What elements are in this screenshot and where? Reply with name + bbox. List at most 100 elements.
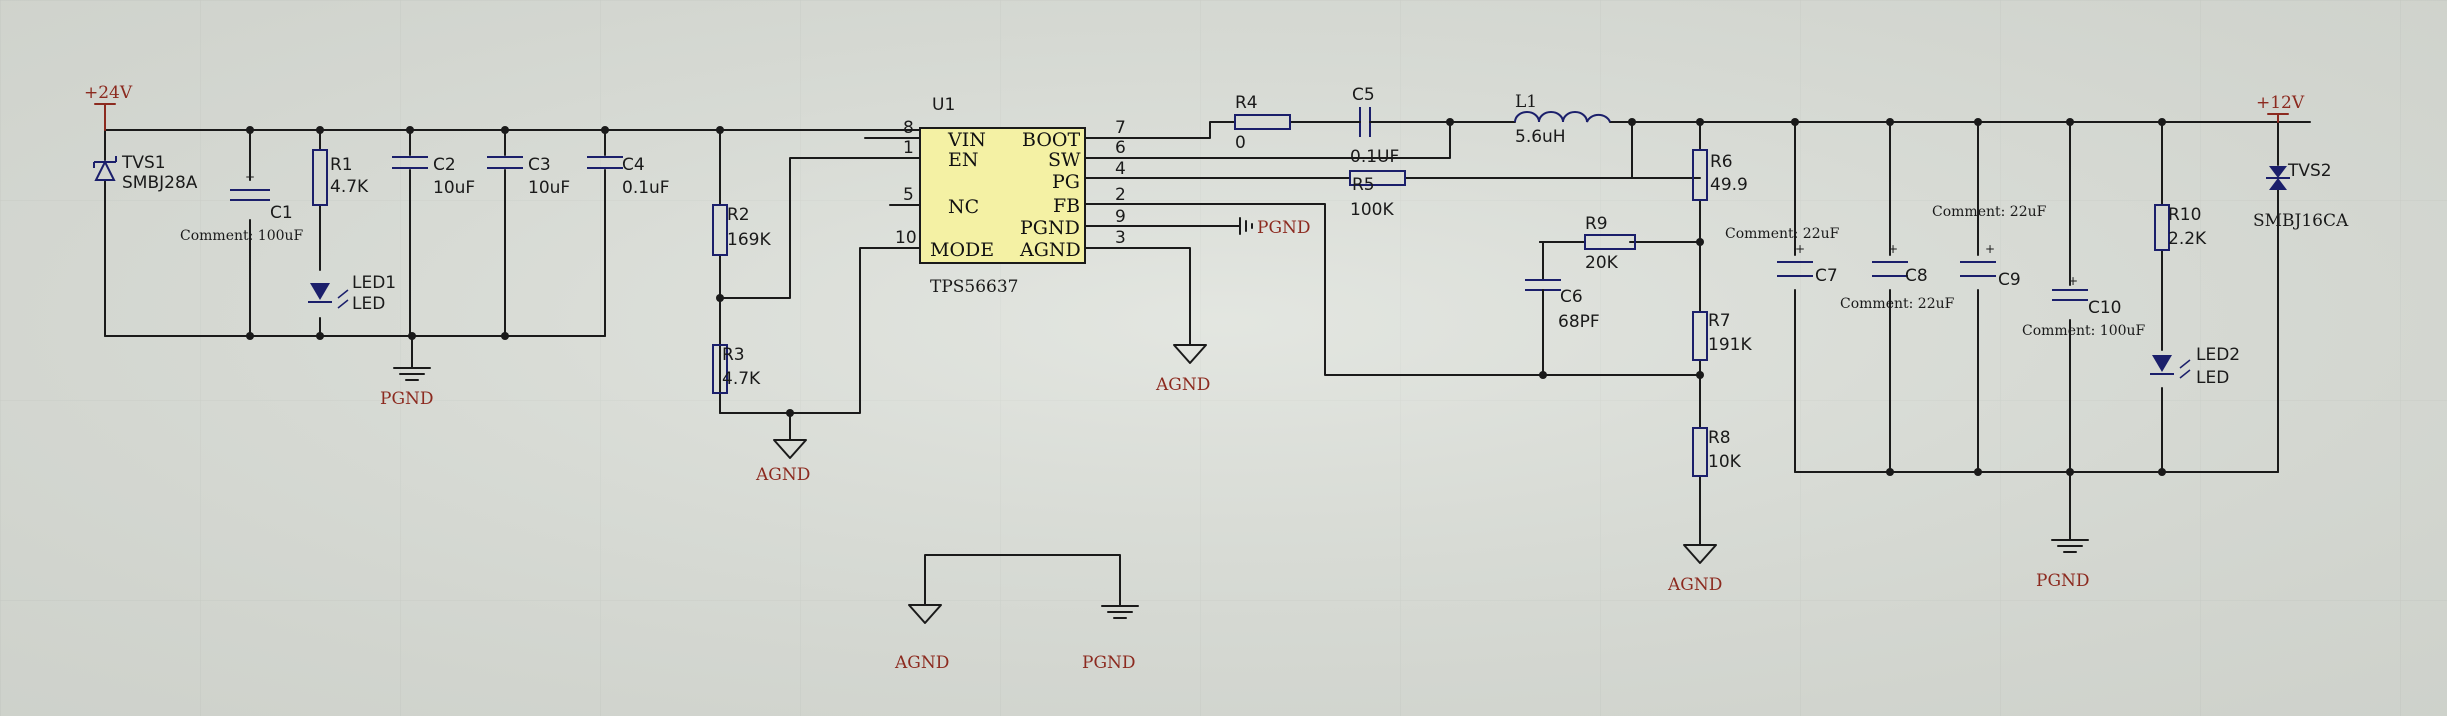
pgnd-out-symbol: PGND <box>2036 539 2090 591</box>
pgnd-tie-label: PGND <box>1082 653 1136 673</box>
r9-value: 20K <box>1585 253 1619 273</box>
pin-mode-name: MODE <box>930 239 994 261</box>
r1-ref: R1 <box>330 155 353 175</box>
c2: C2 10uF <box>392 155 475 198</box>
r4: R4 0 <box>1234 93 1291 153</box>
pgnd-ic-label: PGND <box>1257 218 1311 238</box>
agnd-en-symbol: AGND <box>755 439 810 485</box>
r7-value: 191K <box>1708 335 1752 355</box>
c7-ref: C7 <box>1815 266 1838 286</box>
pin-fb-num: 2 <box>1115 185 1126 205</box>
pgnd-out-label: PGND <box>2036 571 2090 591</box>
pin-boot-name: BOOT <box>1022 129 1080 151</box>
c10-ref: C10 <box>2088 298 2122 318</box>
pin-pg-num: 4 <box>1115 159 1126 179</box>
c5-ref: C5 <box>1352 85 1375 105</box>
c8: + C8 Comment: 22uF <box>1840 242 1955 312</box>
c10: + C10 Comment: 100uF <box>2022 274 2146 339</box>
tvs2: TVS2 SMBJ16CA <box>2253 161 2349 231</box>
l1-value: 5.6uH <box>1515 127 1566 147</box>
led1-value: LED <box>352 294 385 314</box>
svg-text:+: + <box>1985 242 1995 256</box>
r10-value: 2.2K <box>2168 229 2207 249</box>
svg-text:+: + <box>245 170 255 184</box>
agnd-fb-symbol: AGND <box>1667 544 1722 595</box>
r3-value: 4.7K <box>722 369 761 389</box>
r8-value: 10K <box>1708 452 1742 472</box>
u1-ref: U1 <box>932 95 955 115</box>
pin-boot-num: 7 <box>1115 118 1126 138</box>
l1: L1 5.6uH <box>1514 92 1611 147</box>
pin-pgnd-num: 9 <box>1115 207 1126 227</box>
r6-value: 49.9 <box>1710 175 1748 195</box>
c7-comment: Comment: 22uF <box>1725 226 1840 242</box>
c9-ref: C9 <box>1998 270 2021 290</box>
agnd-fb-label: AGND <box>1667 575 1722 595</box>
c4: C4 0.1uF <box>587 155 670 198</box>
agnd-ic-label: AGND <box>1155 375 1210 395</box>
led1: LED1 LED <box>308 273 396 314</box>
r4-ref: R4 <box>1235 93 1258 113</box>
pin-nc-num: 5 <box>903 185 914 205</box>
r6-ref: R6 <box>1710 152 1733 172</box>
pin-vin-num: 8 <box>903 118 914 138</box>
r5-ref: R5 <box>1352 175 1375 195</box>
pin-sw-name: SW <box>1048 149 1081 171</box>
r9-ref: R9 <box>1585 214 1608 234</box>
tvs1-value: SMBJ28A <box>122 173 198 193</box>
r1-value: 4.7K <box>330 177 369 197</box>
c9: + C9 Comment: 22uF <box>1932 204 2047 290</box>
pin-nc-name: NC <box>948 196 979 218</box>
pin-pg-name: PG <box>1052 171 1080 193</box>
c1-comment: Comment: 100uF <box>180 228 304 244</box>
c8-comment: Comment: 22uF <box>1840 296 1955 312</box>
svg-text:+: + <box>2068 274 2078 288</box>
tvs2-value: SMBJ16CA <box>2253 211 2349 231</box>
c2-value: 10uF <box>433 178 475 198</box>
led2: LED2 LED <box>2150 345 2240 388</box>
pgnd-left-symbol: PGND <box>380 367 434 409</box>
pgnd-left-label: PGND <box>380 389 434 409</box>
r3-ref: R3 <box>722 345 745 365</box>
r6: R6 49.9 <box>1692 149 1748 201</box>
c2-ref: C2 <box>433 155 456 175</box>
c3-value: 10uF <box>528 178 570 198</box>
c5-value: 0.1UF <box>1350 147 1399 167</box>
pgnd-ic-symbol: PGND <box>1239 217 1311 238</box>
led1-ref: LED1 <box>352 273 396 293</box>
r2: R2 169K <box>712 204 771 256</box>
pin-en-name: EN <box>948 149 979 171</box>
svg-text:+: + <box>1795 242 1805 256</box>
pin-pgnd-name: PGND <box>1020 217 1080 239</box>
r10: R10 2.2K <box>2154 204 2207 251</box>
led2-value: LED <box>2196 368 2229 388</box>
c10-comment: Comment: 100uF <box>2022 323 2146 339</box>
pin-en-num: 1 <box>903 138 914 158</box>
r10-ref: R10 <box>2168 205 2201 225</box>
c3-ref: C3 <box>528 155 551 175</box>
r8: R8 10K <box>1692 427 1742 477</box>
r9: R9 20K <box>1584 214 1636 273</box>
c6-ref: C6 <box>1560 287 1583 307</box>
pgnd-tie-symbol: PGND <box>1082 605 1139 673</box>
c6: C6 68PF <box>1525 279 1600 332</box>
vin-power-port: +24V <box>84 83 133 131</box>
pin-sw-num: 6 <box>1115 138 1126 158</box>
tvs2-ref: TVS2 <box>2287 161 2332 181</box>
u1-ic: U1 TPS56637 VIN 8 EN 1 NC 5 MODE 10 BOOT… <box>895 95 1126 297</box>
l1-ref: L1 <box>1515 92 1537 112</box>
r8-ref: R8 <box>1708 428 1731 448</box>
pin-agnd-num: 3 <box>1115 228 1126 248</box>
led2-ref: LED2 <box>2196 345 2240 365</box>
r4-value: 0 <box>1235 133 1246 153</box>
r2-ref: R2 <box>727 205 750 225</box>
r2-value: 169K <box>727 230 771 250</box>
c1: + C1 Comment: 100uF <box>180 170 304 244</box>
wires <box>104 121 2311 606</box>
svg-text:+: + <box>1888 242 1898 256</box>
c9-comment: Comment: 22uF <box>1932 204 2047 220</box>
vout-power-port: +12V <box>2256 93 2305 123</box>
u1-part: TPS56637 <box>930 277 1019 297</box>
